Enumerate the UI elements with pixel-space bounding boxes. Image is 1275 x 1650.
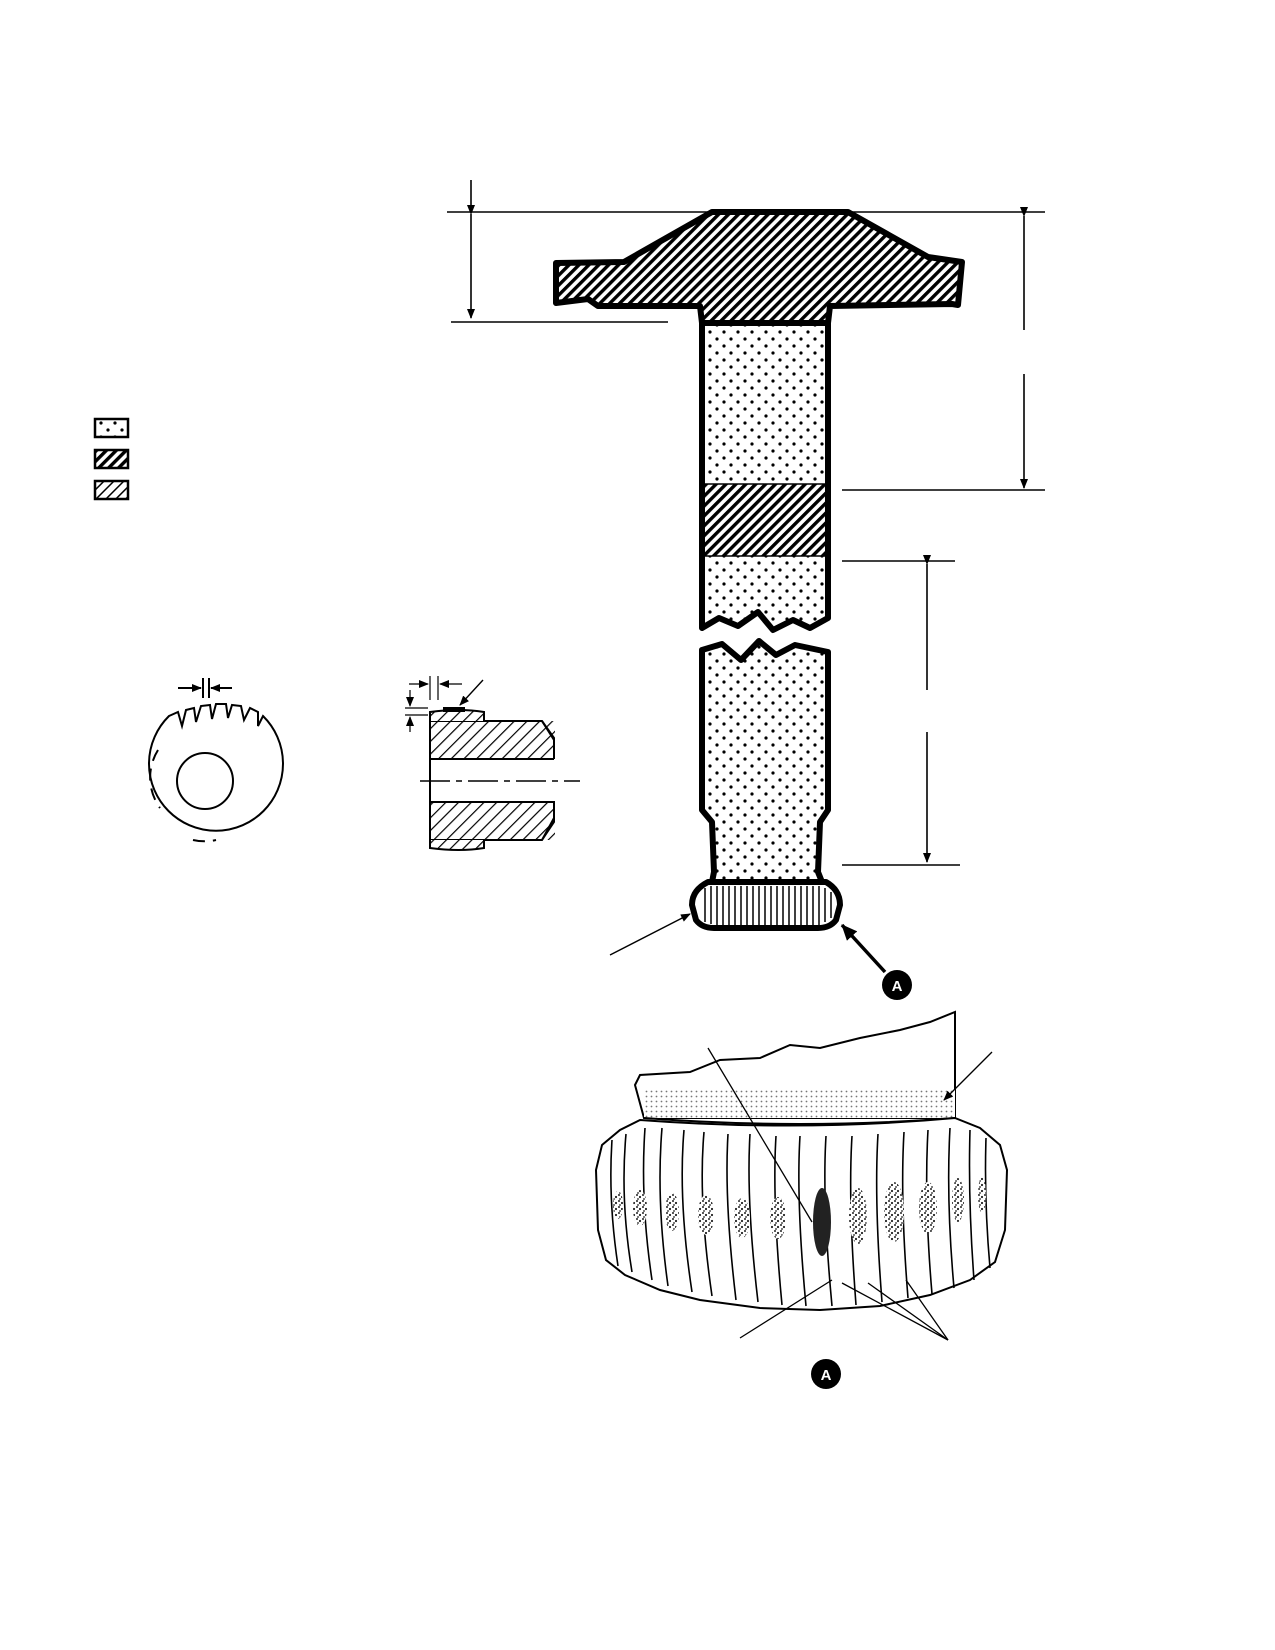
- pinion-head: [553, 209, 965, 326]
- leader-arrow-a: [840, 923, 887, 974]
- tooth-contact-patterns: [613, 1177, 986, 1256]
- svg-text:A: A: [821, 1367, 832, 1384]
- legend: [93, 417, 130, 501]
- stem-lower-section: [699, 638, 831, 885]
- pinion-spline-end: [689, 879, 843, 931]
- stem-hatched-band: [705, 484, 825, 556]
- stem-upper-section: [699, 320, 831, 633]
- shaft-dimension-lines: [447, 180, 1045, 866]
- svg-text:A: A: [892, 978, 903, 995]
- pinion-shaft-drawing: [553, 209, 965, 931]
- gear-end-view: [148, 678, 284, 843]
- leader-arrow-left: [609, 913, 691, 956]
- callout-a-gear-detail: A: [811, 1359, 841, 1389]
- gear-section-view: [405, 676, 580, 851]
- spline-teeth-lines: [704, 886, 832, 925]
- gear-detail-illustration: A: [594, 1010, 1009, 1389]
- legend-swatch-crosshatch-light: [93, 479, 130, 501]
- legend-swatch-crosshatch-dark: [93, 448, 130, 470]
- gear-teeth-body: [594, 1116, 1009, 1312]
- legend-swatch-dotted: [93, 417, 130, 439]
- callout-a-pinion: A: [882, 970, 912, 1000]
- gear-outline: [148, 703, 284, 832]
- gear-bore: [176, 752, 234, 810]
